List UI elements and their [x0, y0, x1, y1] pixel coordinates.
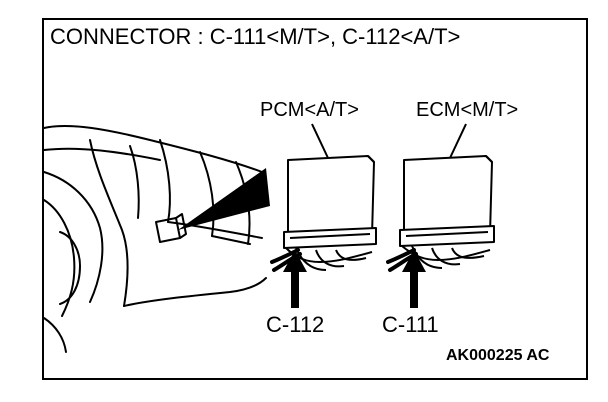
pcm-label: PCM<A/T>: [260, 99, 359, 121]
ecm-module: [399, 155, 495, 269]
ecu-location-marker: [155, 213, 187, 243]
figure-code: AK000225 AC: [446, 347, 550, 364]
figure-title: CONNECTOR : C-111<M/T>, C-112<A/T>: [50, 24, 461, 49]
ecm-leader-line: [449, 123, 467, 159]
callout-wedge: [178, 168, 270, 230]
connector-c111-label: C-111: [382, 312, 439, 337]
ecm-label: ECM<M/T>: [416, 99, 519, 121]
connector-c112-label: C-112: [266, 312, 325, 337]
c112-wire-bundle: [270, 248, 302, 272]
dashboard-illustration: [43, 124, 267, 353]
c111-arrow: [402, 250, 426, 308]
pcm-leader-line: [311, 123, 329, 159]
c112-arrow: [283, 250, 307, 308]
